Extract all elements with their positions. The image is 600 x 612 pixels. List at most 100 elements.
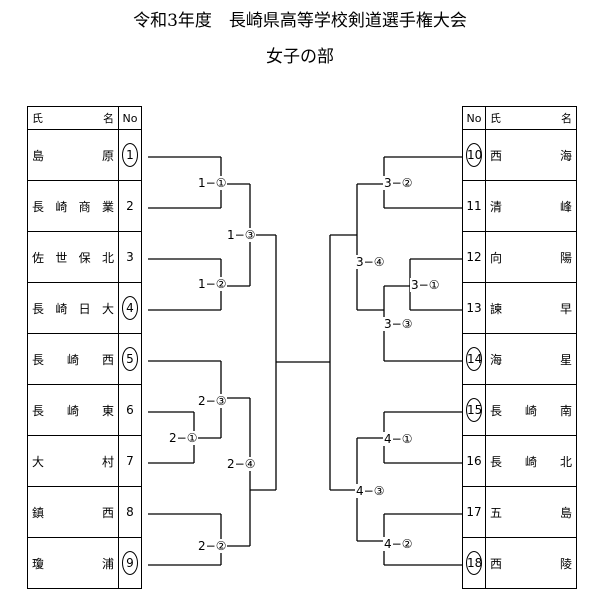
right-entry-number-cell: 16: [462, 435, 486, 487]
entry-number: 2: [126, 199, 134, 213]
match-label-4-2: 4−②: [383, 537, 414, 551]
school-name-char: 島: [559, 505, 572, 520]
school-name-char: 佐: [32, 250, 45, 265]
match-label-2-3: 2−③: [197, 394, 228, 408]
school-name-char: 清: [490, 199, 503, 214]
school-name-char: 崎: [66, 352, 79, 367]
page-subtitle: 女子の部: [266, 47, 334, 67]
school-name-char: 島: [32, 148, 45, 163]
right-school-name: 西陵: [485, 537, 577, 589]
school-name-char: 保: [78, 250, 91, 265]
match-label-4-1: 4−①: [383, 432, 414, 446]
school-name-char: 崎: [55, 199, 68, 214]
left-header-name-a: 氏: [32, 112, 43, 125]
school-name-char: 大: [32, 454, 45, 469]
school-name-char: 西: [490, 556, 503, 571]
left-header-row: 氏 名 No: [27, 106, 142, 130]
school-name-char: 長: [32, 199, 45, 214]
left-entry-number-cell: 3: [118, 231, 142, 283]
left-entry-number-cell: 6: [118, 384, 142, 436]
right-header-name-b: 名: [561, 112, 572, 125]
match-label-1-3: 1−③: [226, 228, 257, 242]
left-header-name-b: 名: [103, 112, 114, 125]
school-name-char: 鎮: [32, 505, 45, 520]
school-name-char: 大: [101, 301, 114, 316]
right-header-name: 氏 名: [485, 106, 577, 130]
match-label-3-1: 3−①: [410, 278, 441, 292]
school-name-char: 五: [490, 505, 503, 520]
match-label-4-3: 4−③: [355, 484, 386, 498]
school-name-char: 浦: [101, 556, 114, 571]
school-name-char: 村: [101, 454, 114, 469]
match-label-2-2: 2−②: [197, 539, 228, 553]
right-entry-number-cell: 10: [462, 129, 486, 181]
school-name-char: 瓊: [32, 556, 45, 571]
entry-number: 3: [126, 250, 134, 264]
right-school-name: 長崎北: [485, 435, 577, 487]
school-name-char: 西: [101, 505, 114, 520]
school-name-char: 長: [490, 454, 503, 469]
seeded-number: 10: [466, 143, 482, 167]
school-name-char: 崎: [55, 301, 68, 316]
entry-number: 8: [126, 505, 134, 519]
school-name-char: 西: [101, 352, 114, 367]
left-entry-number-cell: 8: [118, 486, 142, 538]
school-name-char: 早: [559, 301, 572, 316]
left-entry-number-cell: 7: [118, 435, 142, 487]
seeded-number: 4: [122, 296, 138, 320]
left-school-name: 長崎東: [27, 384, 119, 436]
left-entry-number-cell: 9: [118, 537, 142, 589]
school-name-char: 海: [559, 148, 572, 163]
right-entry-row: 13 諫 早: [462, 282, 577, 334]
school-name-char: 陵: [559, 556, 572, 571]
right-entry-number-cell: 15: [462, 384, 486, 436]
right-entry-number-cell: 14: [462, 333, 486, 385]
page-title: 令和3年度 長崎県高等学校剣道選手権大会: [133, 11, 467, 31]
seeded-number: 18: [466, 551, 482, 575]
right-school-name: 海星: [485, 333, 577, 385]
entry-number: 6: [126, 403, 134, 417]
left-school-name: 瓊浦: [27, 537, 119, 589]
school-name-char: 諫: [490, 301, 503, 316]
right-entry-number-cell: 12: [462, 231, 486, 283]
school-name-char: 世: [55, 250, 68, 265]
match-label-3-4: 3−④: [355, 255, 386, 269]
match-label-1-1: 1−①: [197, 176, 228, 190]
school-name-char: 崎: [66, 403, 79, 418]
school-name-char: 長: [32, 301, 45, 316]
entry-number: 16: [466, 454, 482, 468]
school-name-char: 東: [101, 403, 114, 418]
match-label-1-2: 1−②: [197, 277, 228, 291]
school-name-char: 陽: [559, 250, 572, 265]
match-label-2-4: 2−④: [226, 457, 257, 471]
school-name-char: 南: [559, 403, 572, 418]
entry-number: 17: [466, 505, 482, 519]
right-header-no: No: [462, 106, 486, 130]
school-name-char: 長: [32, 403, 45, 418]
left-entry-number-cell: 5: [118, 333, 142, 385]
entry-number: 12: [466, 250, 482, 264]
seeded-number: 15: [466, 398, 482, 422]
school-name-char: 海: [490, 352, 503, 367]
left-entry-number-cell: 2: [118, 180, 142, 232]
match-label-3-3: 3−③: [383, 317, 414, 331]
right-school-name: 五島: [485, 486, 577, 538]
entry-number: 13: [466, 301, 482, 315]
school-name-char: 崎: [524, 403, 537, 418]
seeded-number: 14: [466, 347, 482, 371]
left-header-no: No: [118, 106, 142, 130]
school-name-char: 業: [101, 199, 114, 214]
school-name-char: 長: [490, 403, 503, 418]
